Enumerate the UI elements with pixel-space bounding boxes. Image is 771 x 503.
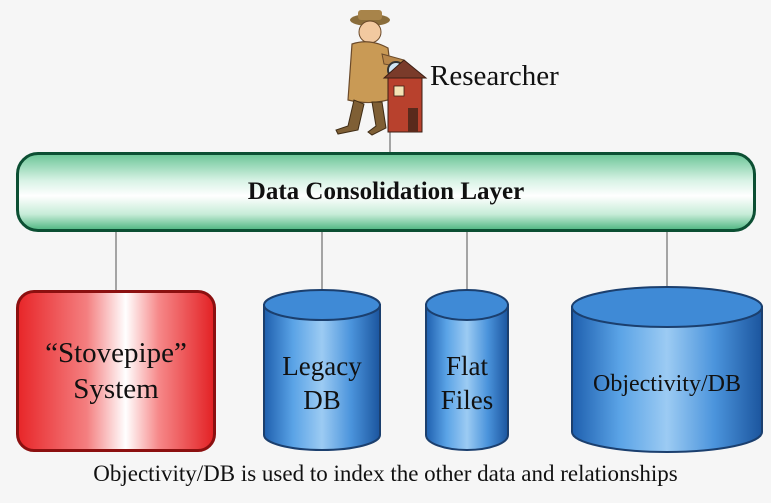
legacy-db-cylinder: [263, 289, 381, 451]
objectivity-db-cylinder: [571, 286, 763, 453]
legacy-db-label-line2: DB: [303, 385, 341, 415]
diagram-caption: Objectivity/DB is used to index the othe…: [93, 461, 678, 486]
objectivity-db-label: Objectivity/DB: [593, 371, 741, 397]
legacy-db-label-line1: Legacy: [282, 351, 362, 381]
stovepipe-system-box: “Stovepipe” System: [16, 290, 216, 452]
researcher-label: Researcher: [430, 60, 559, 92]
researcher-figure-icon: [335, 10, 428, 136]
flat-files-label-line2: Files: [440, 385, 494, 415]
flat-files-cylinder: [425, 289, 509, 451]
flat-files-label: Flat Files: [426, 349, 508, 417]
stovepipe-label-line2: System: [73, 373, 159, 405]
data-consolidation-layer-label: Data Consolidation Layer: [247, 178, 525, 205]
legacy-db-label: Legacy DB: [264, 349, 380, 417]
data-consolidation-layer: Data Consolidation Layer: [16, 152, 756, 232]
flat-files-label-line1: Flat: [445, 351, 488, 381]
stovepipe-label-line1: “Stovepipe”: [45, 337, 187, 369]
